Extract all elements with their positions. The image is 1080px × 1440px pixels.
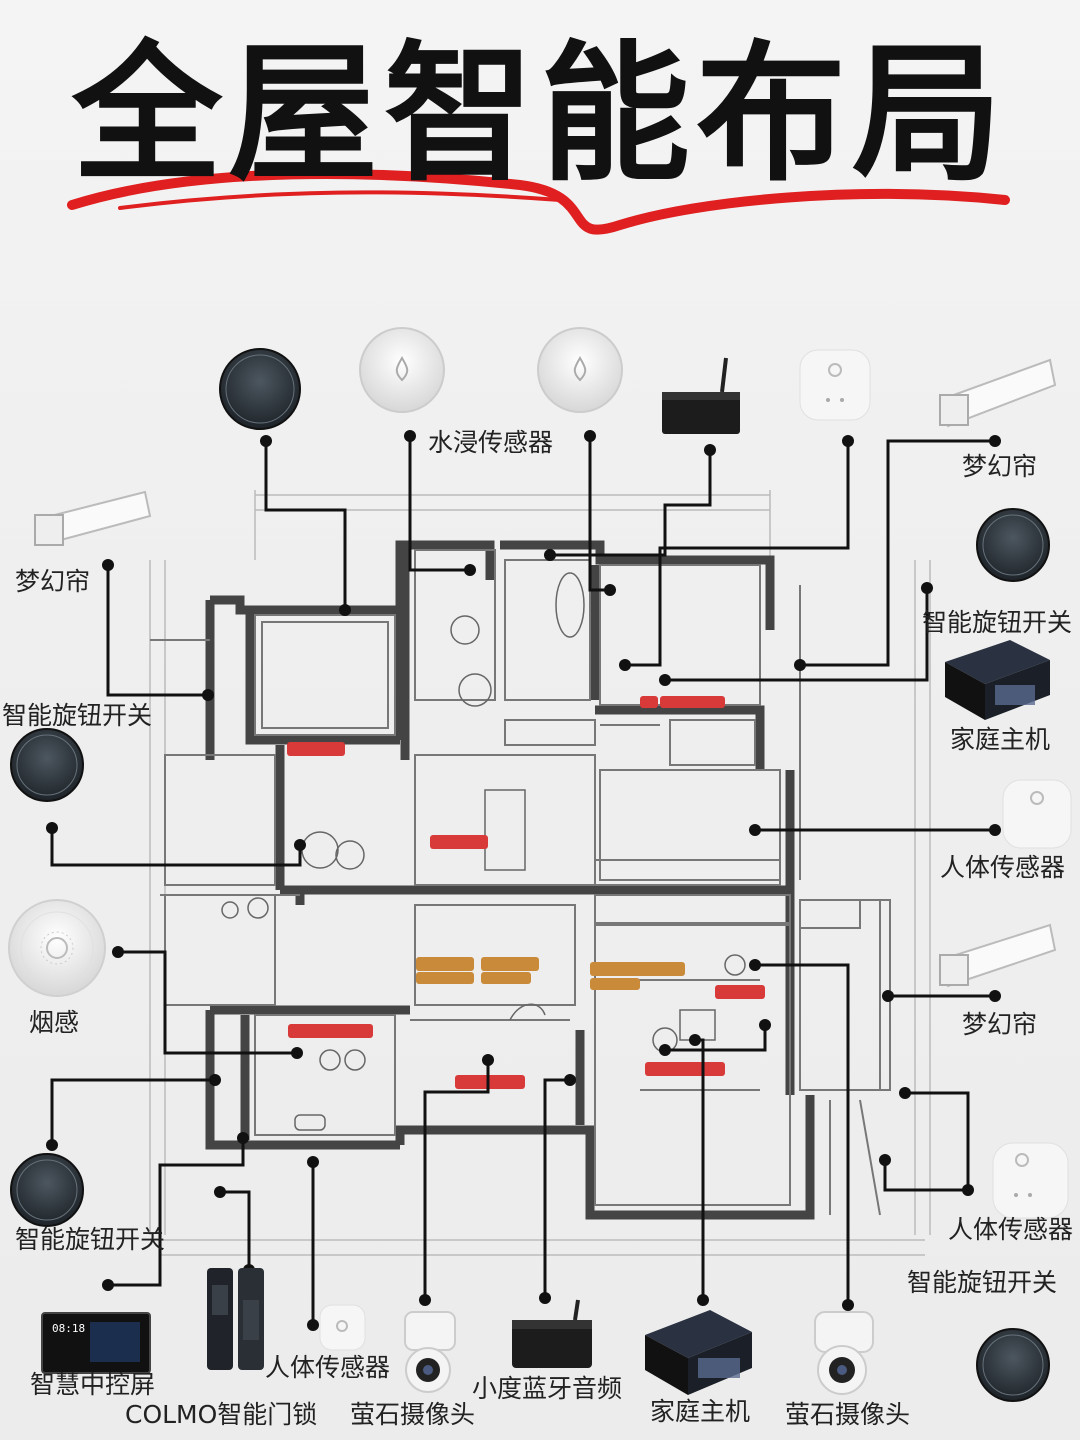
label-bt-audio: 小度蓝牙音频 — [472, 1374, 623, 1403]
knob-icon — [10, 1153, 84, 1227]
control-screen-icon: 08:18 — [41, 1312, 151, 1374]
label-knob-left: 智能旋钮开关 — [2, 701, 153, 730]
label-curtain-left: 梦幻帘 — [15, 567, 91, 596]
page-title: 全屋智能布局 — [71, 28, 1008, 202]
floor-plan — [149, 490, 931, 1256]
smoke-detector-icon — [8, 899, 106, 997]
label-knob-right-bottom: 智能旋钮开关 — [907, 1268, 1058, 1297]
body-sensor-icon — [992, 1142, 1069, 1219]
label-knob-left-bottom: 智能旋钮开关 — [15, 1225, 166, 1254]
curtain-motor-icon — [938, 358, 1057, 428]
label-body-sensor-bottom: 人体传感器 — [265, 1353, 391, 1382]
label-body-sensor-right-bottom: 人体传感器 — [948, 1215, 1074, 1244]
knob-icon — [976, 1328, 1050, 1402]
label-smoke: 烟感 — [29, 1008, 80, 1037]
label-curtain-top-right: 梦幻帘 — [962, 452, 1038, 481]
body-sensor-icon — [1002, 779, 1072, 849]
home-hub-icon — [645, 1310, 752, 1395]
water-sensor-icon — [537, 327, 623, 413]
home-hub-icon — [945, 640, 1050, 720]
curtain-motor-icon — [33, 490, 152, 547]
label-knob-right-top: 智能旋钮开关 — [922, 608, 1073, 637]
label-home-hub-right: 家庭主机 — [950, 725, 1051, 754]
audio-box-icon — [512, 1299, 592, 1368]
connector-lines — [50, 436, 995, 1325]
door-lock-icon — [207, 1268, 264, 1370]
label-body-sensor-right: 人体传感器 — [940, 853, 1066, 882]
knob-icon — [219, 348, 301, 430]
connector-dots — [46, 430, 1001, 1331]
knob-icon — [976, 508, 1050, 582]
audio-box-icon — [662, 357, 740, 434]
body-sensor-icon — [319, 1304, 366, 1351]
camera-icon — [404, 1311, 456, 1393]
label-camera-1: 萤石摄像头 — [350, 1400, 476, 1429]
label-home-hub-bottom: 家庭主机 — [650, 1397, 751, 1426]
label-control-screen: 智慧中控屏 — [30, 1370, 156, 1399]
water-sensor-icon — [359, 327, 445, 413]
label-curtain-right: 梦幻帘 — [962, 1010, 1038, 1039]
label-door-lock: COLMO智能门锁 — [125, 1400, 318, 1429]
label-water-sensor: 水浸传感器 — [428, 428, 554, 457]
label-camera-2: 萤石摄像头 — [785, 1400, 911, 1429]
curtain-motor-icon — [938, 923, 1057, 988]
body-sensor-icon — [799, 349, 871, 421]
control-screen-time: 08:18 — [52, 1322, 85, 1335]
knob-icon — [10, 728, 84, 802]
title-underline — [67, 169, 1010, 235]
camera-icon — [814, 1311, 874, 1395]
